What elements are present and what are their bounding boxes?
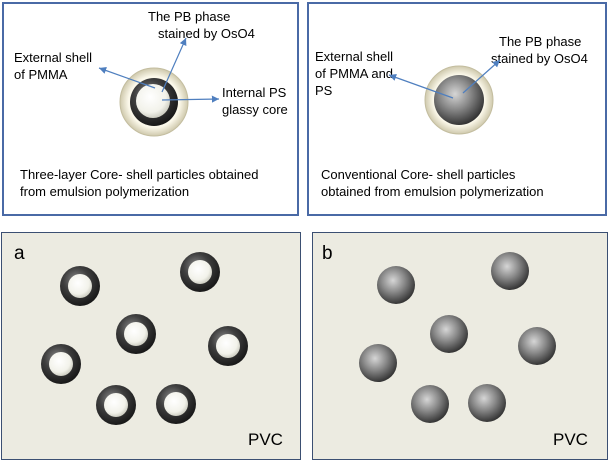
outer-shell-label-line2: of PMMA and [315, 66, 394, 81]
particle [208, 326, 248, 366]
particle [156, 384, 196, 424]
caption-line1: Three-layer Core- shell particles obtain… [20, 167, 259, 182]
conventional-panel [307, 2, 607, 216]
pb-phase-label-line1: The PB phase [148, 9, 231, 24]
outer-shell-label-line1: External shell [14, 50, 93, 65]
particle [359, 344, 397, 382]
particle [377, 266, 415, 304]
particle [180, 252, 220, 292]
outer-shell-label-line2: of PMMA [14, 67, 68, 82]
particle [41, 344, 81, 384]
particle [468, 384, 506, 422]
arrow-outer-shell [388, 74, 454, 99]
arrow-inner-core [161, 95, 220, 103]
pb-phase-label-line2: stained by OsO4 [158, 26, 255, 41]
panel-b-matrix-label: PVC [553, 430, 588, 449]
particle [518, 327, 556, 365]
caption-line2: from emulsion polymerization [20, 184, 190, 199]
particle [411, 385, 449, 423]
arrow-pb-phase [161, 37, 187, 93]
particle [96, 385, 136, 425]
outer-shell-label-line1: External shell [315, 49, 394, 64]
pb-phase-label-line1: The PB phase [499, 34, 582, 49]
particle [60, 266, 100, 306]
panel-a-tag: a [14, 243, 25, 264]
inner-core-label-line1: Internal PS [222, 85, 287, 100]
caption-line1: Conventional Core- shell particles [321, 167, 516, 182]
arrow-pb-phase [462, 59, 501, 94]
particle [116, 314, 156, 354]
inner-core-label-line2: glassy core [222, 102, 288, 117]
conventional-particle [424, 65, 494, 135]
arrow-outer-shell [98, 67, 156, 89]
panel-b-tag: b [322, 243, 333, 264]
panel-a-matrix-label: PVC [248, 430, 283, 449]
caption-line2: obtained from emulsion polymerization [321, 184, 544, 199]
pb-phase-label-line2: stained by OsO4 [491, 51, 588, 66]
outer-shell-label-line3: PS [315, 83, 333, 98]
panel-b-particles [359, 252, 556, 423]
particle [430, 315, 468, 353]
three-layer-particle [119, 67, 189, 137]
particle [491, 252, 529, 290]
panel-a-particles [41, 252, 248, 425]
